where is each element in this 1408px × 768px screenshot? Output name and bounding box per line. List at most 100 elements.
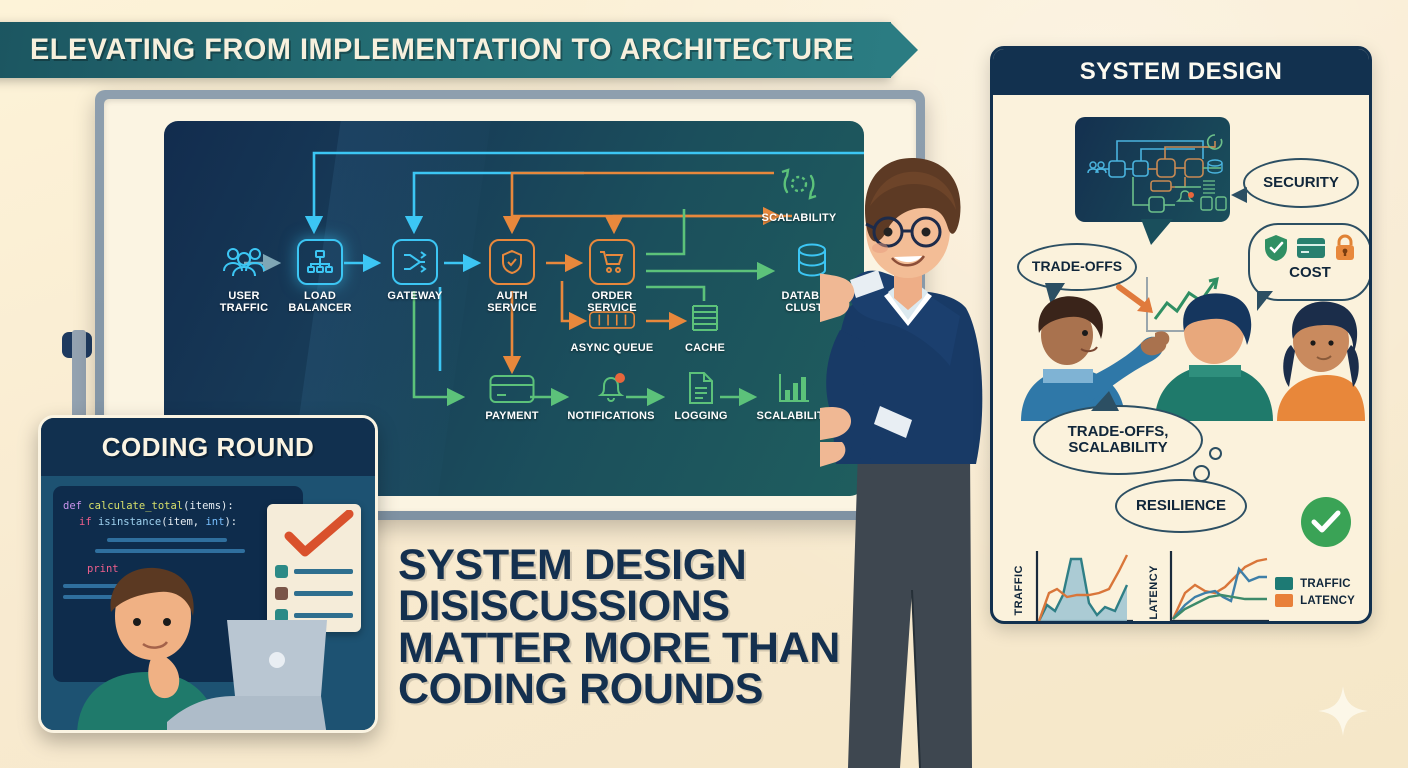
legend-label-traffic: TRAFFIC: [1300, 577, 1351, 590]
cost-bubble: COST: [1248, 223, 1369, 301]
diagram-node-user-traffic: USER TRAFFIC: [194, 239, 294, 315]
credit-card-icon: [1297, 238, 1325, 258]
thought-dot-small: [1209, 447, 1222, 460]
code-line-1: def calculate_total(items):: [63, 498, 293, 514]
node-label: GATEWAY: [387, 290, 443, 302]
tradeoffs-scalability-tail: [1091, 391, 1119, 411]
banner: ELEVATING FROM IMPLEMENTATION TO ARCHITE…: [0, 22, 918, 78]
legend-item-latency: LATENCY: [1275, 594, 1355, 607]
system-design-panel: SYSTEM DESIGN: [990, 46, 1372, 624]
mini-diagram-bubble-tail: [1141, 219, 1173, 245]
shield-check-icon: [1265, 235, 1287, 261]
credit-card-icon: [489, 373, 535, 405]
checklist-line: [294, 569, 353, 574]
legend-item-traffic: TRAFFIC: [1275, 577, 1355, 590]
checklist-box: [275, 609, 288, 622]
checklist-row: [275, 587, 353, 600]
node-label: NOTIFICATIONS: [567, 410, 655, 422]
checklist-box: [275, 587, 288, 600]
chart-legend: TRAFFIC LATENCY: [1275, 577, 1355, 611]
developer-illustration: [77, 567, 327, 730]
security-bubble: SECURITY: [1243, 158, 1359, 208]
code-print: print: [87, 562, 119, 575]
headline-line-1: SYSTEM DESIGN: [398, 541, 747, 589]
node-label: CACHE: [684, 342, 726, 354]
checklist-row: [275, 565, 353, 578]
code-function-name: calculate_total: [88, 500, 184, 512]
resilience-bubble-text: RESILIENCE: [1135, 496, 1226, 514]
code-args3: ):: [224, 516, 238, 529]
node-label: USER TRAFFIC: [219, 290, 269, 315]
cost-icons: [1250, 234, 1369, 262]
code-placeholder-bar: [107, 537, 227, 542]
node-label: SCALABILITY: [756, 410, 832, 422]
code-placeholder-bar: [95, 548, 245, 553]
code-type: int: [205, 516, 225, 529]
code-line-3: print: [87, 561, 293, 577]
headline-line-2: DISISCUSSIONS: [398, 582, 730, 631]
banner-title: ELEVATING FROM IMPLEMENTATION TO ARCHITE…: [30, 33, 854, 66]
checklist-line: [294, 613, 353, 618]
checklist-line: [294, 591, 353, 596]
check-icon: [1311, 510, 1341, 533]
database-icon: [789, 239, 835, 285]
discussion-people-illustration: [1021, 293, 1365, 421]
page-headline: SYSTEM DESIGN DISISCUSSIONS MATTER MORE …: [398, 541, 868, 713]
checklist-row: [275, 609, 353, 622]
bar-chart-icon: [771, 371, 817, 405]
shield-check-icon: [489, 239, 535, 285]
shuffle-icon: [392, 239, 438, 285]
refresh-cycle-icon: [776, 161, 822, 207]
coding-round-header: CODING ROUND: [41, 418, 375, 476]
users-icon: [221, 239, 267, 285]
code-args2: (item,: [161, 516, 206, 529]
diagram-node-cache: CACHE: [670, 301, 740, 354]
node-label: ASYNC QUEUE: [570, 342, 654, 354]
node-label: LOAD BALANCER: [288, 290, 352, 315]
node-label: LOGGING: [674, 410, 728, 422]
node-label: AUTH SERVICE: [487, 290, 537, 315]
code-args: (items):: [183, 500, 234, 512]
tradeoffs-bubble-text: TRADE-OFFS: [1031, 258, 1123, 275]
traffic-mini-chart: [1035, 551, 1133, 621]
cost-bubble-text: COST: [1289, 264, 1331, 281]
presenter-illustration: [820, 158, 983, 768]
diagram-node-payment: PAYMENT: [464, 373, 560, 422]
code-line-2: if isinstance(item, int):: [79, 514, 293, 530]
headline-line-3: MATTER MORE THAN: [398, 623, 840, 672]
code-keyword: def: [63, 500, 82, 512]
diagram-node-load-balancer: LOAD BALANCER: [270, 239, 370, 315]
diagram-node-async-queue: ASYNC QUEUE: [564, 303, 660, 354]
whiteboard: USER TRAFFIC LOAD BALANCER: [95, 90, 925, 520]
coding-round-illustration: def calculate_total(items): if isinstanc…: [41, 476, 375, 730]
legend-swatch-latency: [1275, 594, 1294, 607]
diagram-node-auth-service: AUTH SERVICE: [467, 239, 557, 315]
node-label: PAYMENT: [485, 410, 539, 422]
approved-check-badge: [1301, 497, 1351, 547]
coding-round-card: CODING ROUND def calculate_total(items):…: [38, 415, 378, 733]
diagram-connectors: [244, 151, 864, 407]
checklist-box: [275, 565, 288, 578]
down-arrow-icon: [1116, 284, 1153, 313]
tradeoffs-scalability-text: TRADE-OFFS, SCALABILITY: [1067, 422, 1169, 456]
lock-icon: [1336, 234, 1354, 260]
diagram-node-gateway: GATEWAY: [370, 239, 460, 302]
diagram-node-logging: LOGGING: [658, 371, 744, 422]
legend-label-latency: LATENCY: [1300, 594, 1355, 607]
checklist-card: [267, 504, 361, 632]
system-design-header: SYSTEM DESIGN: [993, 49, 1369, 95]
coding-round-title: CODING ROUND: [101, 431, 315, 462]
hierarchy-icon: [297, 239, 343, 285]
cost-bubble-tail: [1257, 291, 1281, 311]
diagram-node-scalability-top: SCALABILITY: [744, 161, 854, 224]
chart1-axis-label: TRAFFIC: [1013, 565, 1025, 616]
sparkle-icon: [1318, 686, 1368, 736]
security-bubble-text: SECURITY: [1263, 173, 1339, 191]
latency-mini-chart: [1169, 551, 1269, 621]
diagram-node-scalability-bottom: SCALABILITY: [742, 371, 846, 422]
mini-diagram-graphic: [1087, 134, 1227, 213]
system-design-title: SYSTEM DESIGN: [1079, 58, 1283, 85]
security-bubble-tail: [1231, 187, 1247, 203]
headline-line-4: CODING ROUNDS: [398, 664, 764, 713]
